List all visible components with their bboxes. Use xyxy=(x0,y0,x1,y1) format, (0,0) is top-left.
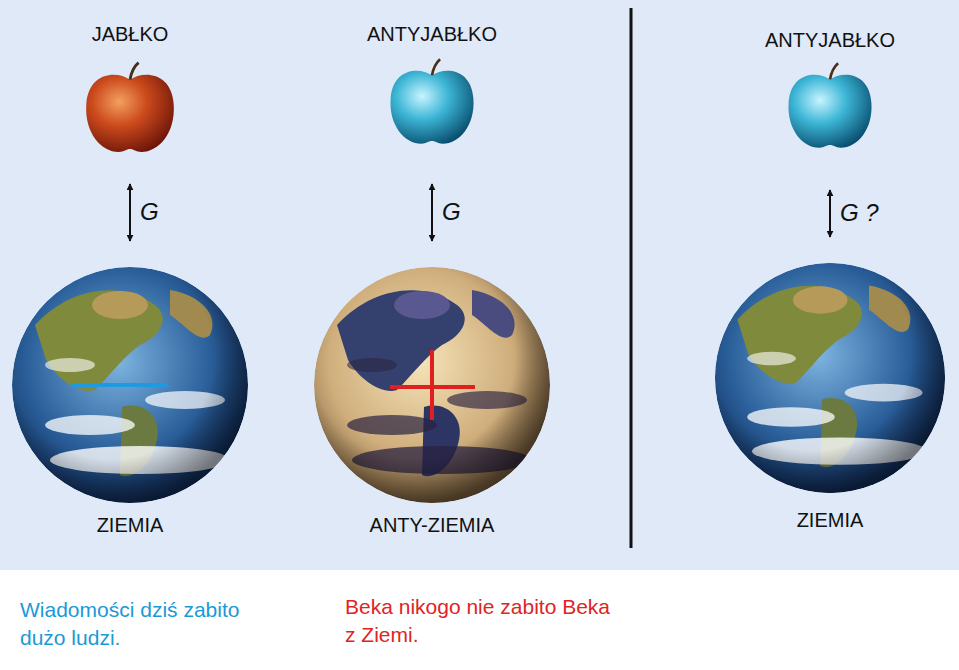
illustration-space xyxy=(20,267,240,507)
apple-node: JABŁKO xyxy=(20,22,240,158)
object-label: JABŁKO xyxy=(20,22,240,46)
object-label: ANTYJABŁKO xyxy=(720,28,940,52)
gravity-arrow xyxy=(829,190,831,237)
planet-node: ZIEMIA xyxy=(720,263,940,532)
illustration-space xyxy=(720,52,940,164)
gravity-arrow xyxy=(129,184,131,241)
force-label: G xyxy=(442,198,461,226)
illustration-space xyxy=(720,263,940,502)
gravity-arrow xyxy=(431,184,433,241)
planet-label: ANTY-ZIEMIA xyxy=(322,513,542,537)
planet-label: ZIEMIA xyxy=(720,508,940,532)
object-label: ANTYJABŁKO xyxy=(322,22,542,46)
illustration-space xyxy=(20,46,240,158)
illustration-space xyxy=(322,46,542,158)
planet-node: ZIEMIA xyxy=(20,267,240,537)
planet-label: ZIEMIA xyxy=(20,513,240,537)
force-label: G ? xyxy=(840,199,879,227)
apple-node: ANTYJABŁKO xyxy=(322,22,542,158)
force-label: G xyxy=(140,198,159,226)
planet-node: ANTY-ZIEMIA xyxy=(322,267,542,537)
caption-note: Beka nikogo nie zabito Beka z Ziemi. xyxy=(345,593,625,649)
caption-note: Wiadomości dziś zabito dużo ludzi. xyxy=(20,596,290,652)
illustration-space xyxy=(322,267,542,507)
apple-node: ANTYJABŁKO xyxy=(720,28,940,164)
